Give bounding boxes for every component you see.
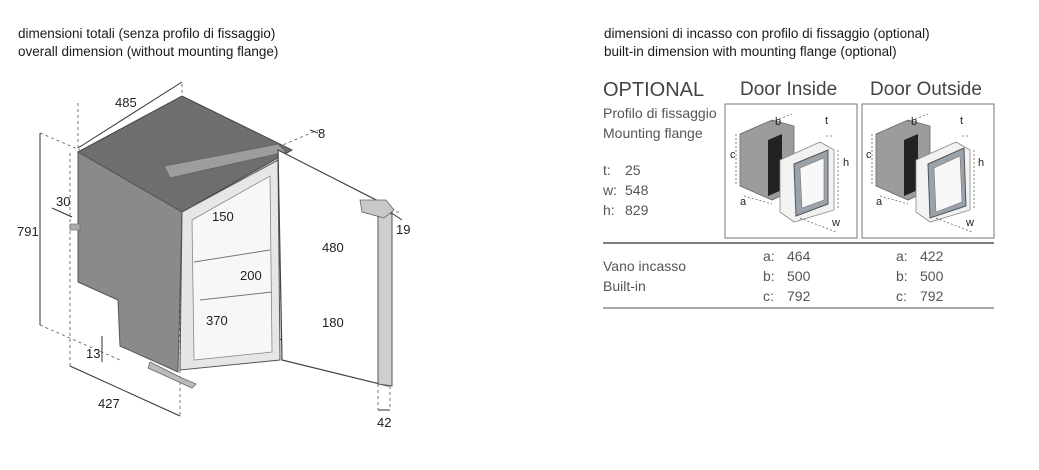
spec-w-label: w:: [603, 182, 617, 198]
door-outside-letter-c: c: [866, 149, 872, 161]
dim-791: 791: [17, 224, 39, 239]
dim-19: 19: [396, 222, 410, 237]
door-outside-letter-b: b: [911, 116, 917, 128]
door-inside-c-value: 792: [787, 288, 811, 304]
door-inside-letter-b: b: [775, 116, 781, 128]
dim-427: 427: [98, 396, 120, 411]
spec-t-label: t:: [603, 162, 611, 178]
door-outside-title: Door Outside: [870, 79, 982, 100]
spec-w-value: 548: [625, 182, 649, 198]
spec-h-label: h:: [603, 202, 615, 218]
door-inside-letter-w: w: [831, 217, 840, 229]
left-caption-it: dimensioni totali (senza profilo di fiss…: [18, 26, 276, 41]
door-inside-letter-t: t: [825, 115, 828, 127]
dim-42: 42: [377, 415, 391, 430]
door-inside-b-value: 500: [787, 268, 811, 284]
dim-200: 200: [240, 268, 262, 283]
door-outside-letter-t: t: [960, 115, 963, 127]
dim-30: 30: [56, 194, 70, 209]
builtin-label-en: Built-in: [603, 278, 646, 294]
fridge-drawing: 485 791 427 8 30 13 19 42 150 200 370 48…: [17, 81, 410, 430]
builtin-label-it: Vano incasso: [603, 258, 687, 274]
spec-t-value: 25: [625, 162, 641, 178]
door-outside-c-value: 792: [920, 288, 944, 304]
door-outside-b-value: 500: [920, 268, 944, 284]
door-inside-letter-c: c: [730, 149, 736, 161]
spec-h-value: 829: [625, 202, 649, 218]
door-inside-a-value: 464: [787, 248, 811, 264]
left-caption: dimensioni totali (senza profilo di fiss…: [18, 25, 278, 61]
optional-subtitle-it: Profilo di fissaggio: [603, 105, 717, 121]
optional-subtitle-en: Mounting flange: [603, 125, 703, 141]
optional-title: OPTIONAL: [603, 79, 705, 101]
fridge-body: [69, 95, 395, 389]
right-caption-it: dimensioni di incasso con profilo di fis…: [604, 26, 930, 41]
door-outside-c-label: c:: [896, 288, 907, 304]
door-outside-a-label: a:: [896, 248, 908, 264]
door-outside-letter-h: h: [978, 157, 984, 169]
door-outside-b-label: b:: [896, 268, 908, 284]
door-inside-c-label: c:: [763, 288, 774, 304]
door-inside-diagram: [724, 103, 858, 239]
dim-8: 8: [318, 126, 325, 141]
dim-150: 150: [212, 209, 234, 224]
door-inside-letter-h: h: [843, 157, 849, 169]
dim-480: 480: [322, 240, 344, 255]
dim-485: 485: [115, 95, 137, 110]
door-inside-letter-a: a: [740, 196, 747, 208]
left-caption-en: overall dimension (without mounting flan…: [18, 44, 279, 59]
dim-180: 180: [322, 315, 344, 330]
door-outside-letter-w: w: [965, 217, 974, 229]
door-inside-title: Door Inside: [740, 79, 838, 100]
door-inside-b-label: b:: [763, 268, 775, 284]
dim-13: 13: [86, 346, 100, 361]
door-inside-a-label: a:: [763, 248, 775, 264]
right-caption: dimensioni di incasso con profilo di fis…: [604, 25, 930, 61]
door-outside-letter-a: a: [876, 196, 883, 208]
dim-370: 370: [206, 313, 228, 328]
door-outside-diagram: [861, 103, 995, 239]
door-outside-a-value: 422: [920, 248, 944, 264]
right-caption-en: built-in dimension with mounting flange …: [604, 44, 897, 59]
